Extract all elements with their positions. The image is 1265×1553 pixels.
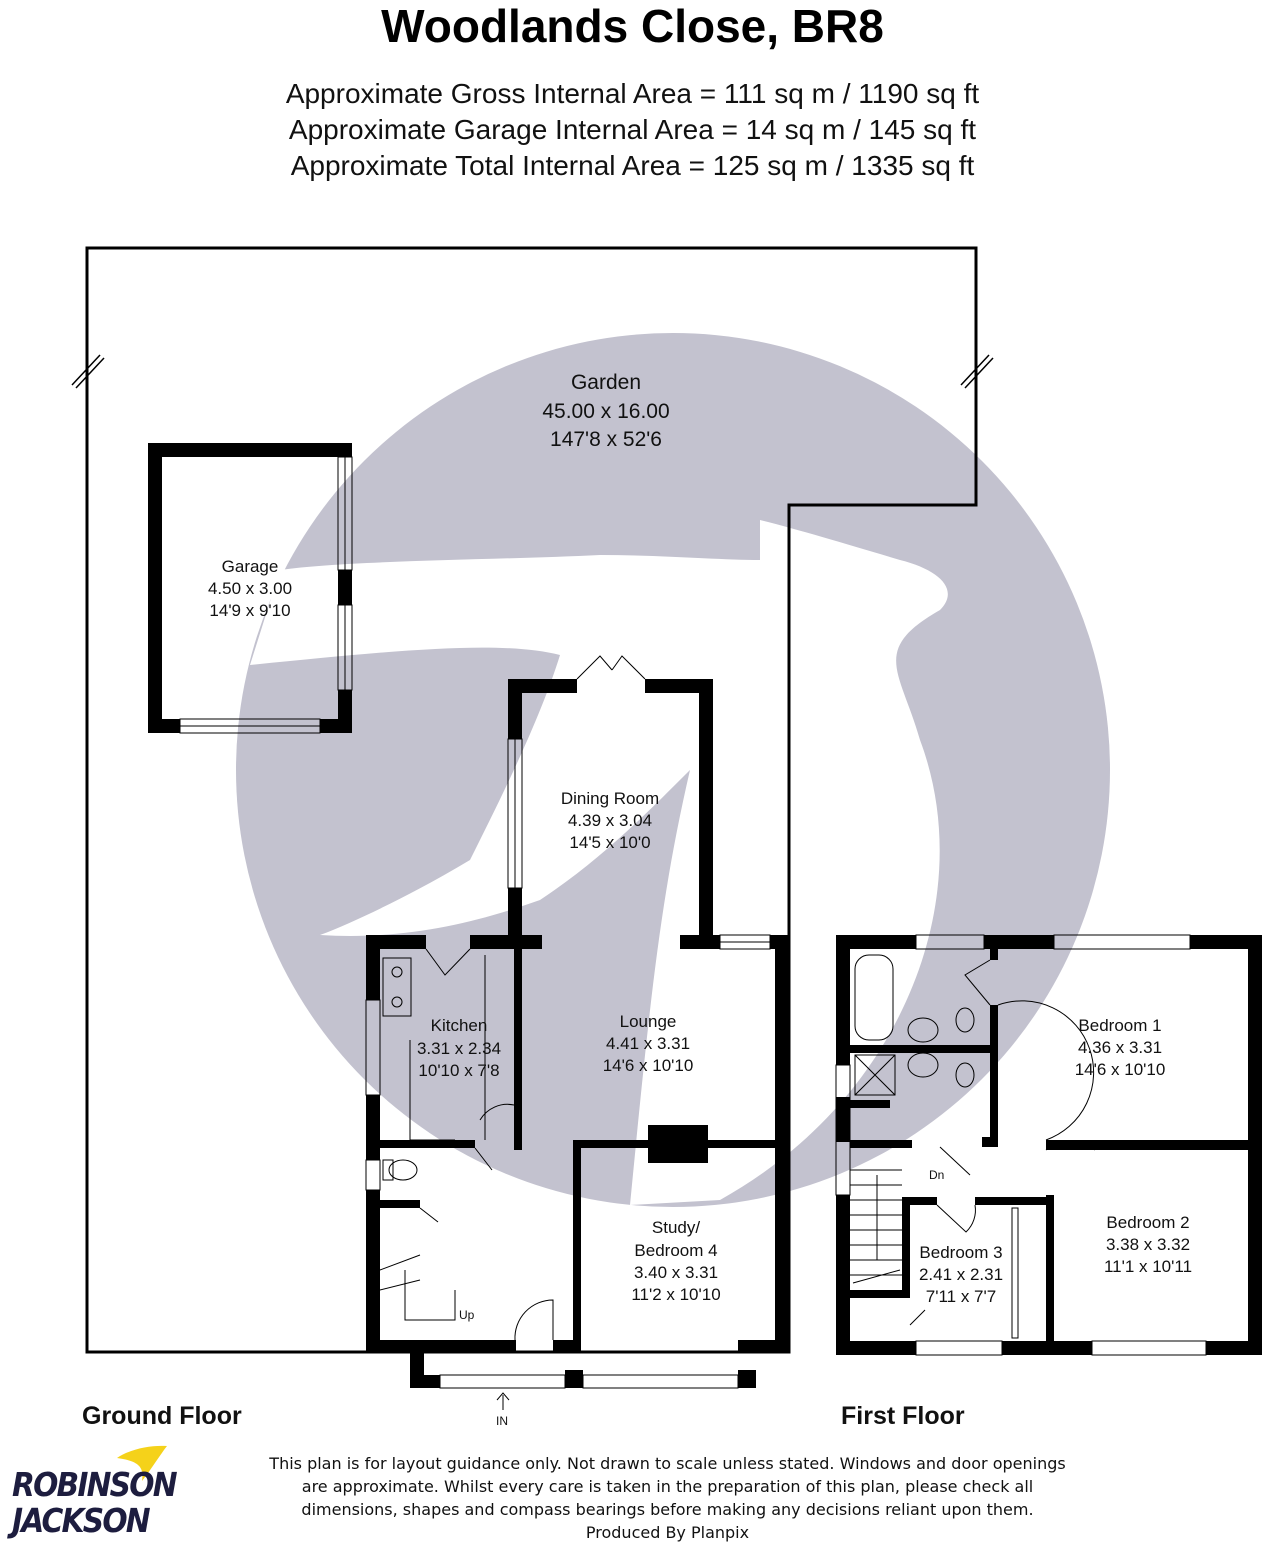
lounge-imperial: 14'6 x 10'10 [603, 1056, 694, 1075]
bedroom2-name: Bedroom 2 [1106, 1213, 1189, 1232]
study-imperial: 11'2 x 10'10 [631, 1285, 720, 1304]
agent-logo: ROBINSON JACKSON [12, 1445, 182, 1545]
stairs-up-label: Up [459, 1308, 475, 1322]
producer-credit: Produced By Planpix [585, 1523, 750, 1542]
room-garden: Garden 45.00 x 16.00 147'8 x 52'6 [542, 371, 669, 451]
room-study: Study/ Bedroom 4 3.40 x 3.31 11'2 x 10'1… [631, 1218, 720, 1304]
kitchen-name: Kitchen [431, 1016, 488, 1035]
first-floor-label: First Floor [841, 1402, 965, 1430]
lounge-metric: 4.41 x 3.31 [606, 1034, 690, 1053]
room-kitchen: Kitchen 3.31 x 2.34 10'10 x 7'8 [417, 1016, 501, 1080]
room-bedroom-3: Bedroom 3 2.41 x 2.31 7'11 x 7'7 [919, 1243, 1003, 1306]
ground-floor-fixtures [365, 655, 771, 1389]
bedroom1-metric: 4.36 x 3.31 [1078, 1038, 1162, 1057]
dining-name: Dining Room [561, 789, 659, 808]
bedroom1-name: Bedroom 1 [1078, 1016, 1161, 1035]
garage-metric: 4.50 x 3.00 [208, 579, 292, 598]
room-lounge: Lounge 4.41 x 3.31 14'6 x 10'10 [603, 1012, 694, 1075]
room-dining: Dining Room 4.39 x 3.04 14'5 x 10'0 [561, 789, 659, 852]
entrance-label: IN [496, 1414, 508, 1428]
disclaimer-line: are approximate. Whilst every care is ta… [301, 1477, 1034, 1496]
garage-name: Garage [222, 557, 279, 576]
dining-imperial: 14'5 x 10'0 [569, 833, 650, 852]
first-floor-walls [836, 935, 1262, 1355]
bedroom2-metric: 3.38 x 3.32 [1106, 1235, 1190, 1254]
study-name-2: Bedroom 4 [634, 1241, 717, 1260]
garden-boundary [85, 246, 978, 1354]
disclaimer-line: dimensions, shapes and compass bearings … [301, 1500, 1034, 1519]
bedroom3-name: Bedroom 3 [919, 1243, 1002, 1262]
kitchen-imperial: 10'10 x 7'8 [418, 1061, 499, 1080]
garden-metric: 45.00 x 16.00 [542, 400, 669, 423]
kitchen-metric: 3.31 x 2.34 [417, 1039, 501, 1058]
disclaimer: This plan is for layout guidance only. N… [250, 1452, 1085, 1544]
room-garage: Garage 4.50 x 3.00 14'9 x 9'10 [208, 557, 292, 620]
dining-metric: 4.39 x 3.04 [568, 811, 652, 830]
ground-floor-walls [366, 679, 789, 1388]
bedroom2-imperial: 11'1 x 10'11 [1104, 1257, 1192, 1276]
garage-area: Approximate Garage Internal Area = 14 sq… [288, 114, 977, 145]
bedroom1-imperial: 14'6 x 10'10 [1075, 1060, 1166, 1079]
entrance-arrow-icon [496, 1392, 510, 1410]
study-name-1: Study/ [652, 1218, 700, 1237]
boundary-marks [71, 354, 994, 389]
room-bedroom-1: Bedroom 1 4.36 x 3.31 14'6 x 10'10 [1075, 1016, 1166, 1079]
total-area: Approximate Total Internal Area = 125 sq… [290, 150, 975, 181]
watermark-logo [236, 333, 1110, 1207]
page-title: Woodlands Close, BR8 [381, 0, 884, 52]
garden-name: Garden [571, 371, 641, 394]
garage-windows [179, 456, 353, 734]
garden-imperial: 147'8 x 52'6 [550, 428, 662, 451]
lounge-name: Lounge [620, 1012, 677, 1031]
area-summary: Approximate Gross Internal Area = 111 sq… [0, 76, 1265, 184]
garage-imperial: 14'9 x 9'10 [209, 601, 290, 620]
room-bedroom-2: Bedroom 2 3.38 x 3.32 11'1 x 10'11 [1104, 1213, 1192, 1276]
bird-icon [117, 1445, 167, 1481]
gross-area: Approximate Gross Internal Area = 111 sq… [285, 78, 980, 109]
study-metric: 3.40 x 3.31 [634, 1263, 718, 1282]
bedroom3-imperial: 7'11 x 7'7 [926, 1287, 996, 1306]
ground-floor-label: Ground Floor [82, 1402, 242, 1430]
first-floor-fixtures [835, 934, 1207, 1356]
garage-walls [148, 443, 352, 733]
logo-line-1: ROBINSON [12, 1465, 178, 1504]
stairs-down-label: Dn [929, 1168, 944, 1182]
bedroom3-metric: 2.41 x 2.31 [919, 1265, 1003, 1284]
logo-line-2: JACKSON [12, 1501, 151, 1540]
disclaimer-line: This plan is for layout guidance only. N… [269, 1454, 1066, 1473]
